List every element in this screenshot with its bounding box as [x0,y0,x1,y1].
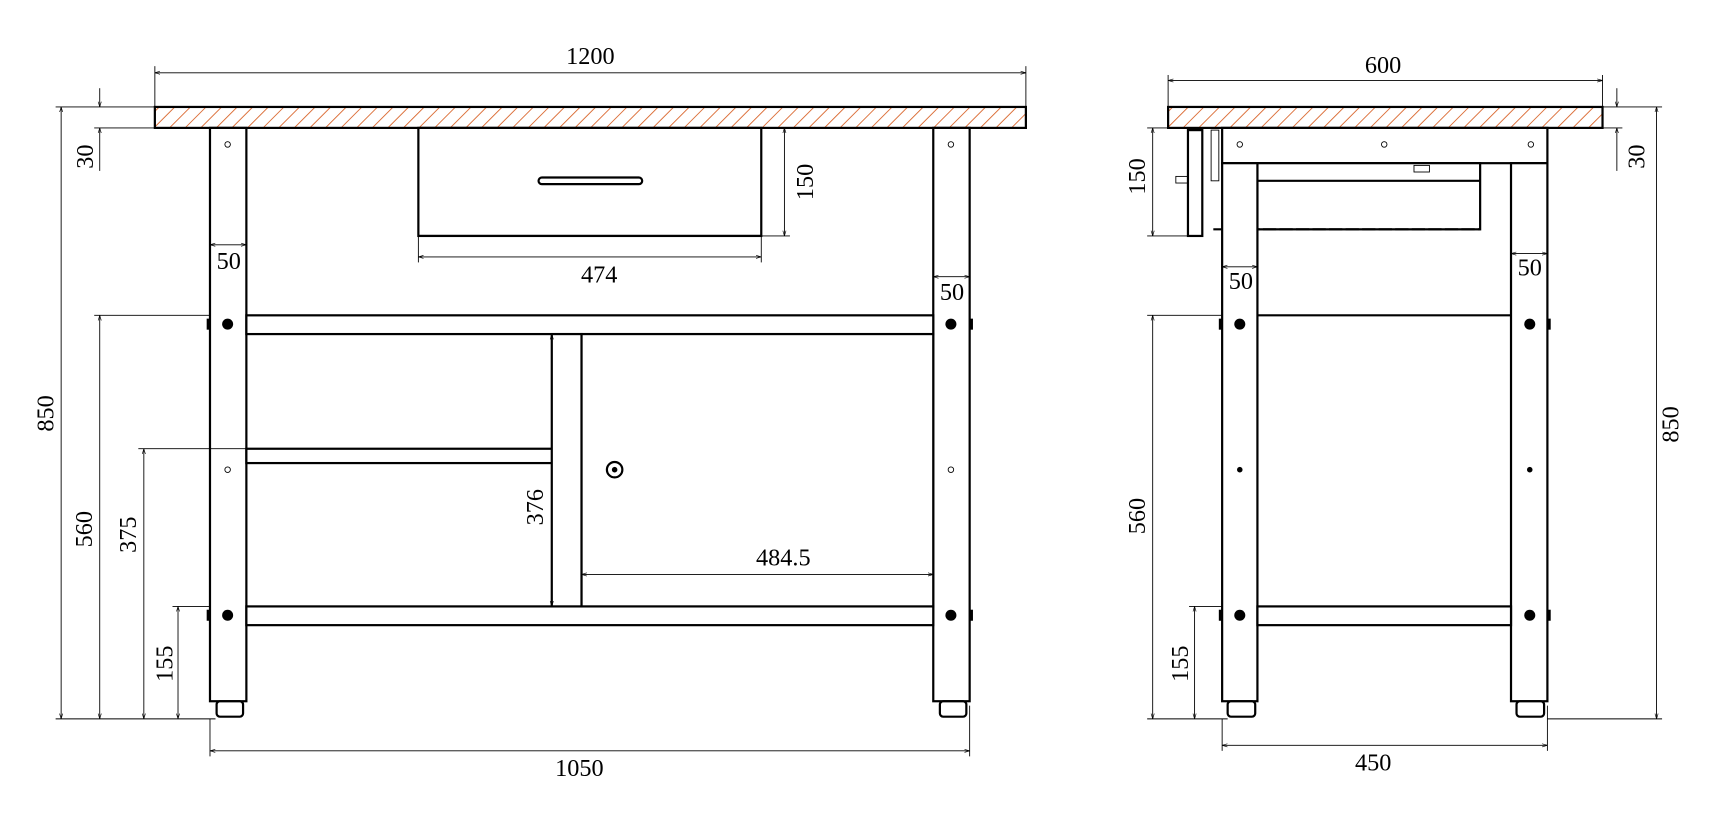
worktop [1167,105,1604,129]
lower-rail [245,605,935,627]
dim-total-height: 850 [1658,406,1685,442]
dim-lower-shelf-height: 155 [152,646,179,682]
side-view: 600 150 50 50 30 850 560 155 450 [1124,52,1685,777]
dim-top-width: 1200 [566,43,615,70]
dim-leg-width-left: 50 [1229,268,1253,295]
lower-rail [1256,605,1513,627]
dim-top-thickness: 30 [72,144,99,168]
dim-total-height: 850 [32,395,59,431]
left-leg [208,126,248,703]
front-view: 1200 150 474 50 50 850 30 560 375 155 37… [32,43,1027,782]
left-foot [1226,700,1257,718]
dim-upper-shelf-height: 560 [1124,498,1151,534]
dim-door-width: 484.5 [756,545,811,572]
dim-middle-shelf-height: 375 [115,517,142,553]
drawer-handle [537,176,644,186]
dim-leg-span: 450 [1355,750,1391,777]
drawer-handle [1175,175,1189,184]
middle-shelf [245,447,583,465]
dim-leg-width-right: 50 [1518,255,1542,282]
drawer-front [1186,129,1204,238]
right-foot [938,700,968,718]
upper-rail [245,314,935,336]
dim-leg-width-left: 50 [217,248,241,275]
bolts [206,141,973,621]
bolts [1218,318,1551,621]
dim-top-depth: 600 [1365,52,1401,79]
dimension-lines [1147,74,1663,751]
dim-leg-width-right: 50 [940,279,964,306]
dim-drawer-height: 150 [1124,158,1151,194]
worktop [153,105,1027,129]
right-foot [1515,700,1546,718]
divider-panel [550,332,583,608]
dimension-lines [55,66,1027,757]
dim-top-thickness: 30 [1623,144,1650,168]
right-leg [932,126,971,703]
dim-drawer-height: 150 [792,164,819,200]
dim-drawer-width: 474 [581,261,617,288]
dim-leg-span: 1050 [555,755,604,782]
dim-upper-shelf-height: 560 [71,511,98,547]
apron [1221,126,1549,165]
left-foot [215,700,245,718]
cabinet-door [580,332,935,608]
dim-cabinet-height: 376 [522,489,549,525]
drawer-side [1256,162,1482,231]
dim-lower-shelf-height: 155 [1167,646,1194,682]
